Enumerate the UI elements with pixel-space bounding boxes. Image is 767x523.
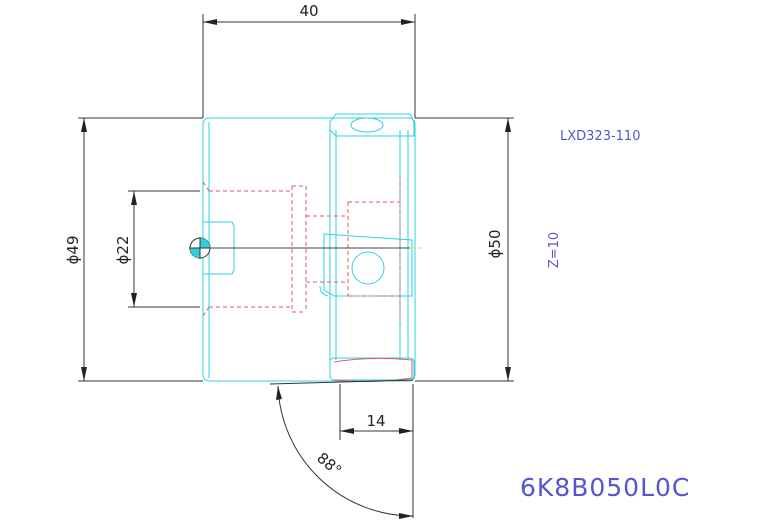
centre-line: [189, 237, 424, 259]
dimension-cutting-diameter: ϕ50: [415, 117, 514, 382]
width-label: 14: [366, 412, 385, 430]
length-label: 40: [299, 2, 318, 20]
cutting-diameter-label: ϕ50: [486, 230, 504, 259]
teeth-note: Z=10: [547, 232, 562, 268]
dimension-outer-diameter: ϕ49: [64, 117, 203, 382]
model-note: LXD323-110: [560, 129, 640, 144]
bore-diameter-label: ϕ22: [114, 236, 132, 265]
angle-label: 88°: [313, 449, 345, 480]
outer-diameter-label: ϕ49: [64, 236, 82, 265]
dimension-length: 40: [202, 2, 416, 118]
dimension-angle: 88°: [269, 379, 414, 519]
part-number: 6K8B050L0C: [520, 473, 690, 502]
dimension-width: 14: [339, 384, 414, 518]
dimension-bore-diameter: ϕ22: [114, 190, 200, 308]
